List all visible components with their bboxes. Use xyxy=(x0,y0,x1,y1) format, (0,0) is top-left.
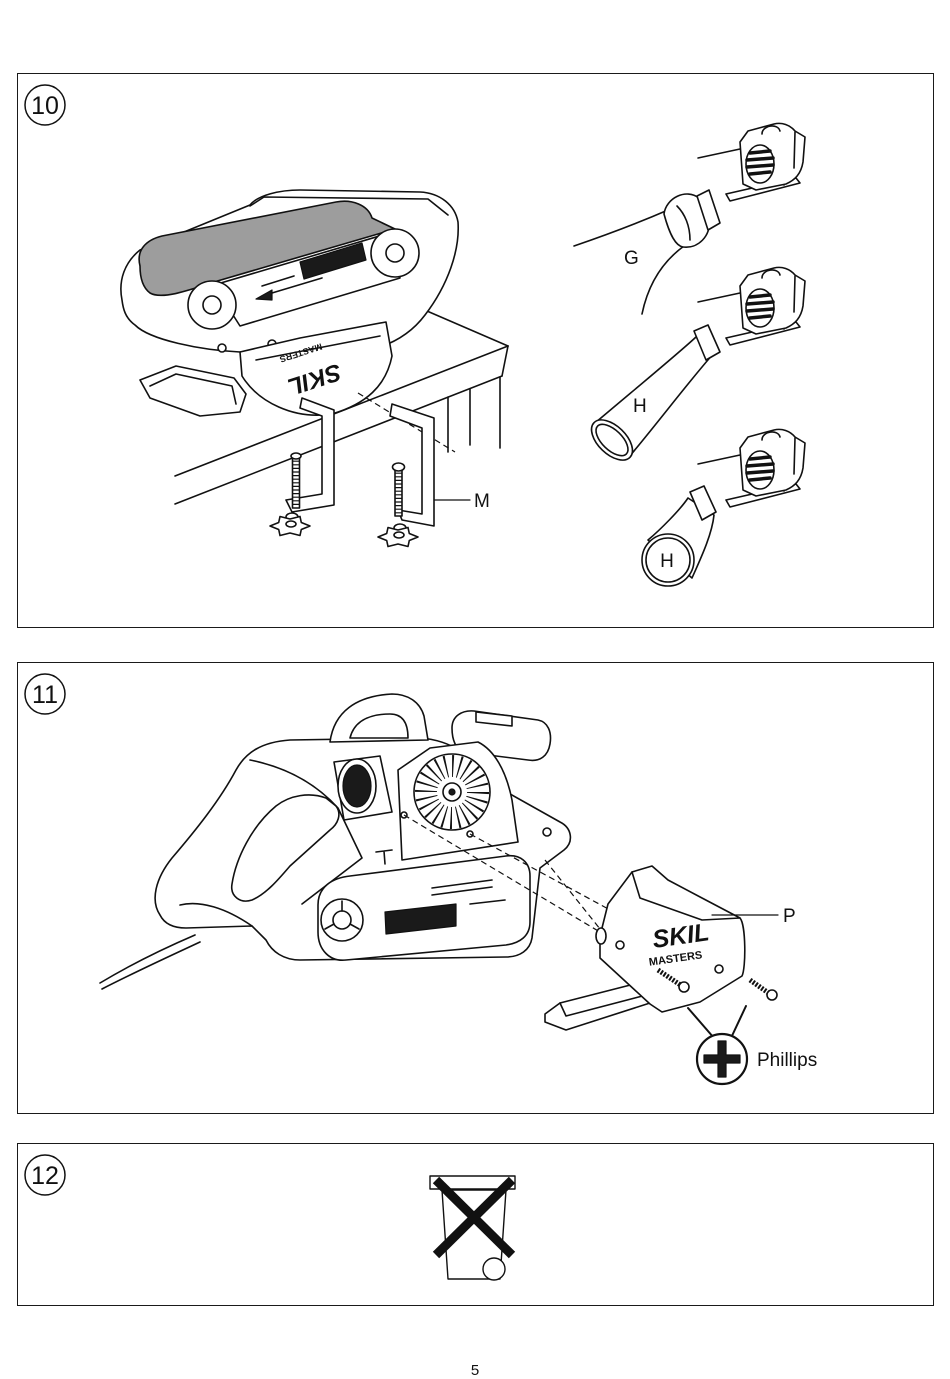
figure-number: 10 xyxy=(31,92,59,120)
figure-10-panel: 10 SKIL xyxy=(17,73,934,628)
front-foot xyxy=(140,366,246,416)
label-h-round: H xyxy=(660,551,674,572)
label-g: G xyxy=(624,248,639,269)
figure-12-panel: 12 xyxy=(17,1143,934,1306)
figure-11-panel: 11 xyxy=(17,662,934,1114)
figure-number: 12 xyxy=(31,1162,59,1190)
figure-10-illustration: 10 SKIL xyxy=(17,73,934,628)
figure-number-badge: 10 xyxy=(25,85,65,125)
figure-number-badge: 11 xyxy=(25,674,65,714)
phillips-cross-icon xyxy=(688,1006,747,1084)
crossed-out-wheelie-bin-icon xyxy=(430,1176,515,1280)
figure-11-illustration: 11 xyxy=(17,662,934,1114)
label-phillips: Phillips xyxy=(757,1050,817,1071)
figure-12-illustration: 12 xyxy=(17,1143,934,1306)
label-m: M xyxy=(474,491,490,512)
power-cord xyxy=(100,935,200,989)
rear-roller xyxy=(371,229,419,277)
cover-screw-right xyxy=(750,980,777,1000)
label-p: P xyxy=(783,906,796,927)
front-roller xyxy=(188,281,236,329)
exposed-fan-area xyxy=(398,742,518,860)
top-handle xyxy=(330,694,428,742)
label-h-tube: H xyxy=(633,396,647,417)
screw-clamp-right xyxy=(378,404,434,547)
page-number: 5 xyxy=(0,1362,950,1379)
belt-sander-body xyxy=(155,694,570,960)
side-cover-p: SKIL MASTERS xyxy=(545,866,745,1030)
figure-number-badge: 12 xyxy=(25,1155,65,1195)
dust-outlet-opening xyxy=(343,765,371,807)
figure-number: 11 xyxy=(32,681,58,709)
